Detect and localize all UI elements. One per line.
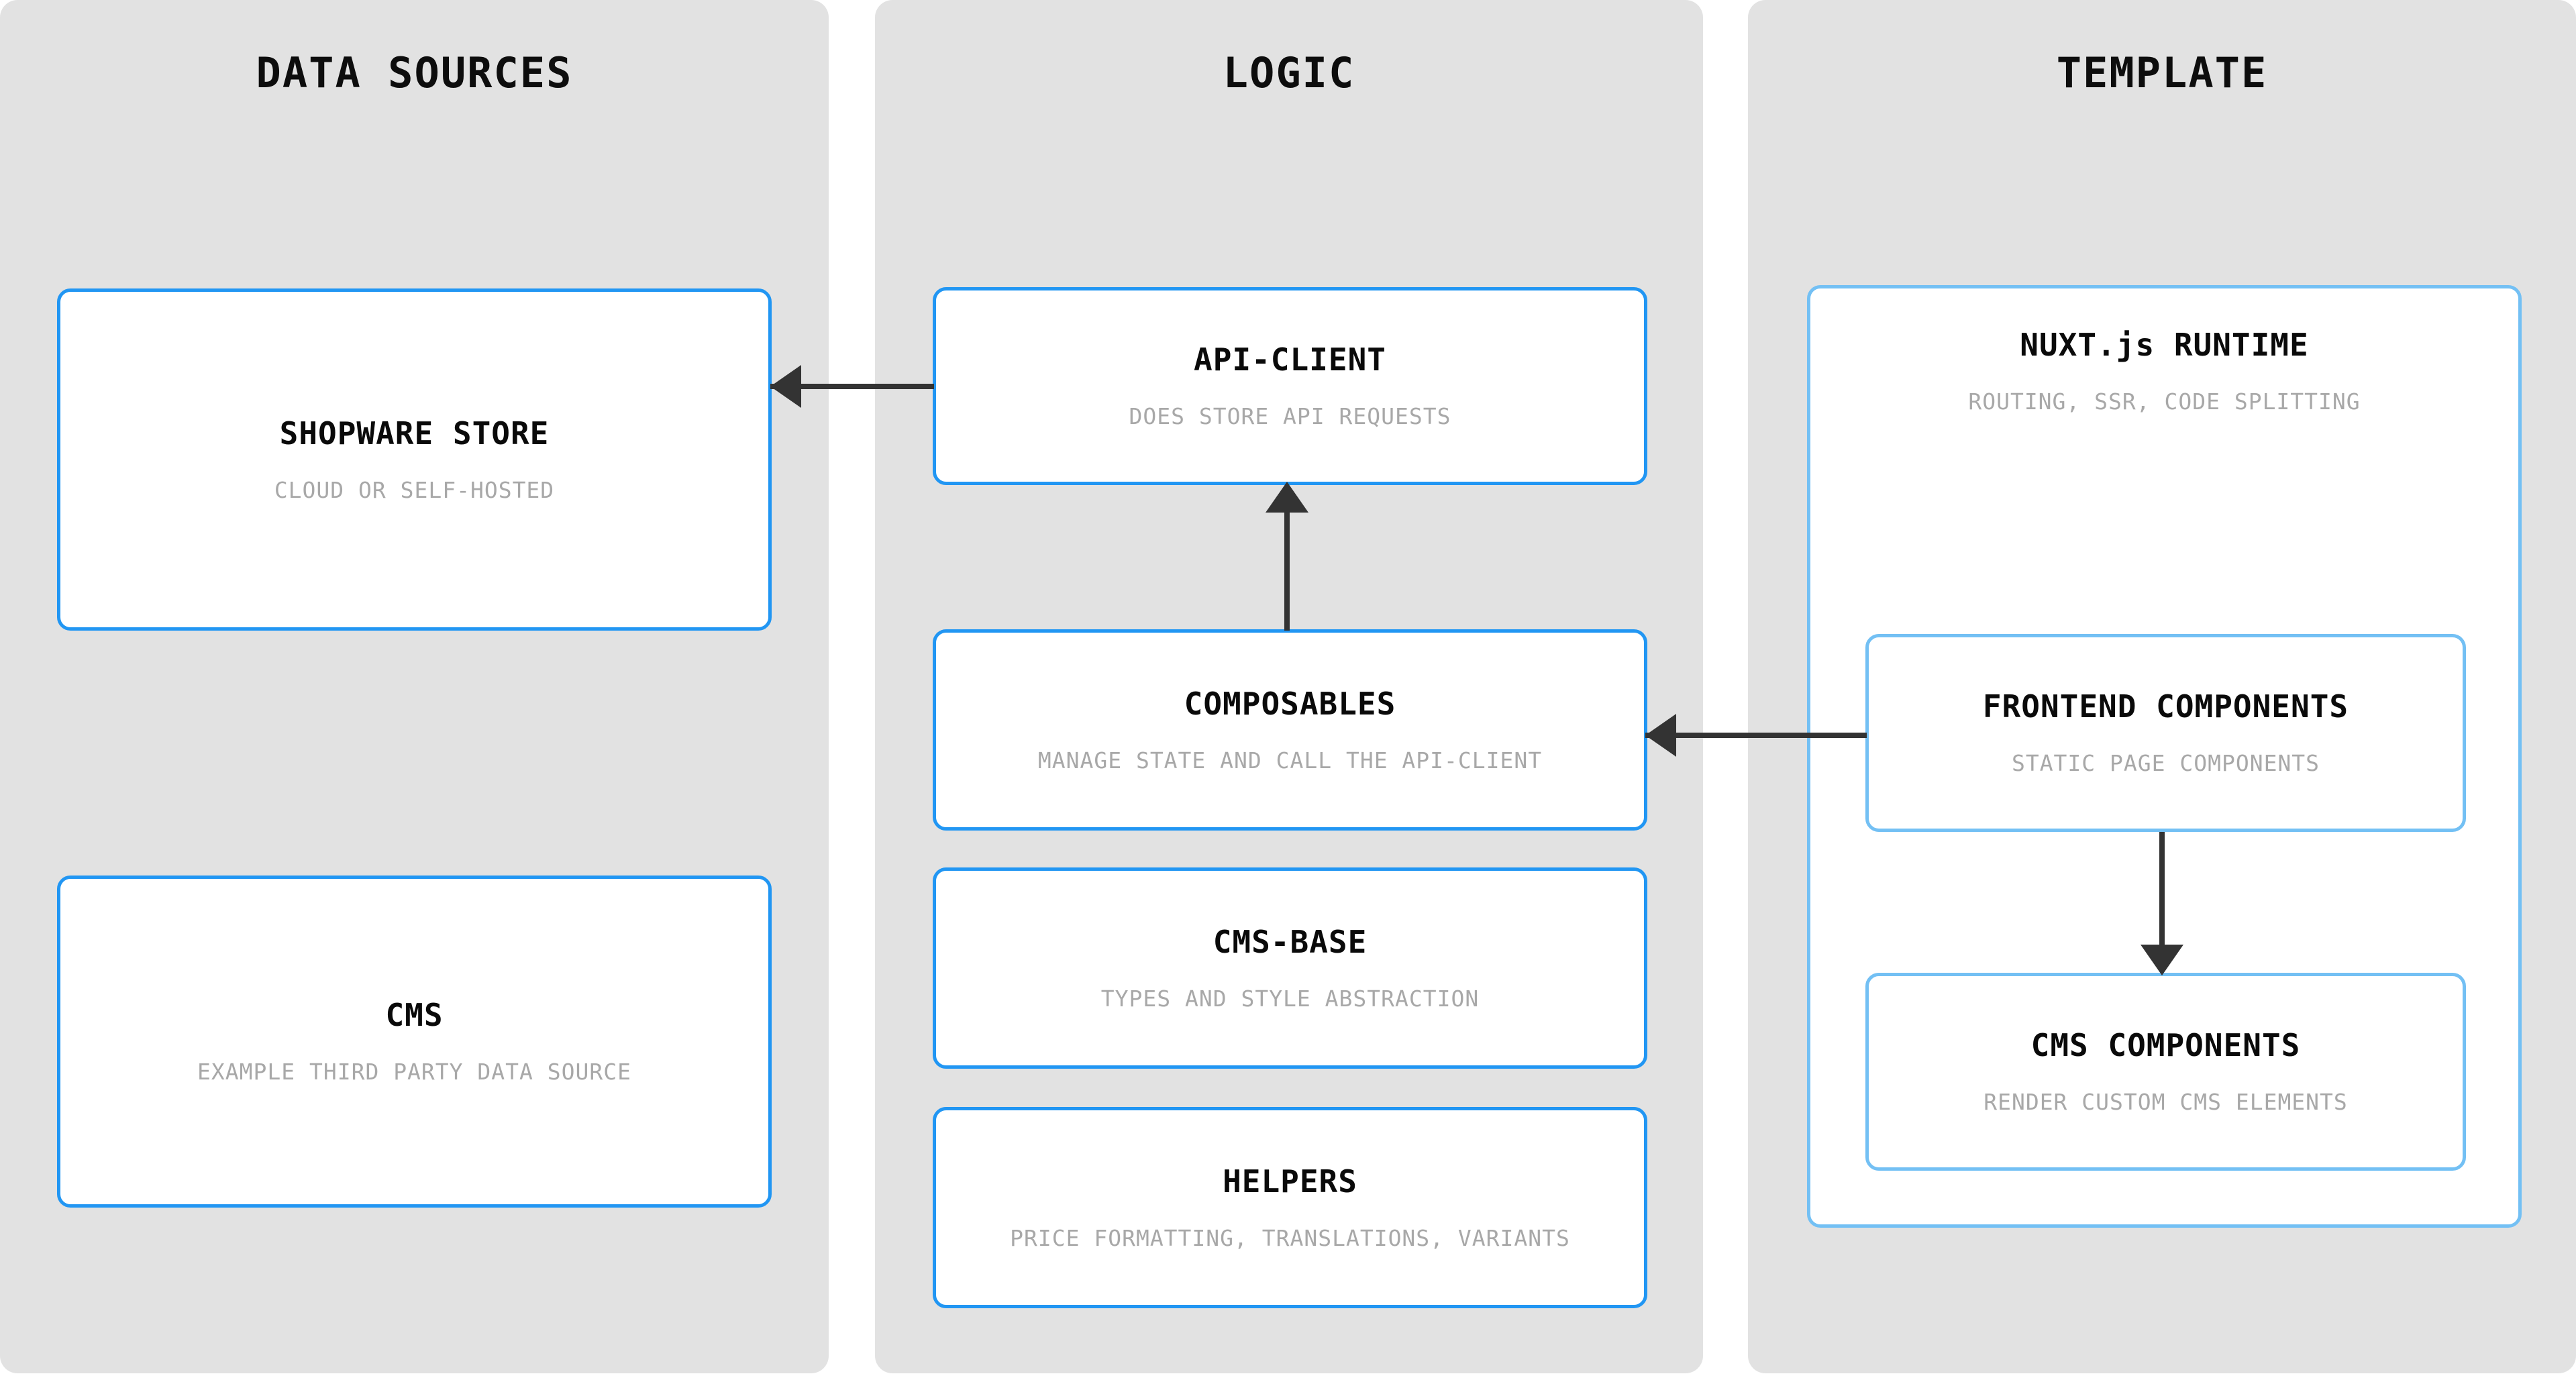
arrow-frontend-components-to-composables-line xyxy=(1645,733,1867,738)
node-composables-subtitle: MANAGE STATE AND CALL THE API-CLIENT xyxy=(1037,747,1543,774)
node-frontend-components[interactable]: FRONTEND COMPONENTS STATIC PAGE COMPONEN… xyxy=(1865,634,2466,832)
node-nuxt-runtime-subtitle: ROUTING, SSR, CODE SPLITTING xyxy=(1968,388,2361,415)
node-cms-base-subtitle: TYPES AND STYLE ABSTRACTION xyxy=(1100,985,1480,1012)
node-cms-base-title: CMS-BASE xyxy=(1213,923,1368,960)
node-cms-components-title: CMS COMPONENTS xyxy=(2030,1027,2301,1064)
node-cms-data-source-title: CMS xyxy=(385,997,444,1034)
node-cms-components-subtitle: RENDER CUSTOM CMS ELEMENTS xyxy=(1983,1089,2348,1116)
node-helpers-subtitle: PRICE FORMATTING, TRANSLATIONS, VARIANTS xyxy=(1010,1224,1570,1251)
node-frontend-components-title: FRONTEND COMPONENTS xyxy=(1982,688,2349,725)
arrow-api-client-to-shopware-store-head-icon xyxy=(770,365,801,408)
node-shopware-store-subtitle: CLOUD OR SELF-HOSTED xyxy=(274,476,555,503)
node-cms-data-source-subtitle: EXAMPLE THIRD PARTY DATA SOURCE xyxy=(197,1059,631,1085)
arrow-api-client-to-shopware-store-line xyxy=(770,384,934,389)
node-shopware-store[interactable]: SHOPWARE STORE CLOUD OR SELF-HOSTED xyxy=(57,288,772,631)
node-composables-title: COMPOSABLES xyxy=(1184,685,1396,722)
lane-title-template: TEMPLATE xyxy=(2056,48,2268,97)
node-nuxt-runtime-title: NUXT.js RUNTIME xyxy=(2020,327,2309,363)
arrow-composables-to-api-client-line xyxy=(1284,510,1290,631)
node-api-client-subtitle: DOES STORE API REQUESTS xyxy=(1129,403,1451,430)
arrow-frontend-components-to-cms-components-line xyxy=(2159,832,2165,949)
node-shopware-store-title: SHOPWARE STORE xyxy=(279,415,550,452)
node-api-client[interactable]: API-CLIENT DOES STORE API REQUESTS xyxy=(933,287,1647,485)
node-api-client-title: API-CLIENT xyxy=(1194,341,1386,378)
node-helpers-title: HELPERS xyxy=(1223,1163,1357,1200)
arrow-frontend-components-to-cms-components-head-icon xyxy=(2141,945,2183,975)
node-cms-components[interactable]: CMS COMPONENTS RENDER CUSTOM CMS ELEMENT… xyxy=(1865,973,2466,1171)
node-frontend-components-subtitle: STATIC PAGE COMPONENTS xyxy=(2011,750,2320,777)
lane-title-logic: LOGIC xyxy=(1223,48,1355,97)
node-cms-data-source[interactable]: CMS EXAMPLE THIRD PARTY DATA SOURCE xyxy=(57,876,772,1208)
arrow-frontend-components-to-composables-head-icon xyxy=(1645,714,1676,757)
lane-title-data-sources: DATA SOURCES xyxy=(256,48,573,97)
node-helpers[interactable]: HELPERS PRICE FORMATTING, TRANSLATIONS, … xyxy=(933,1107,1647,1308)
node-cms-base[interactable]: CMS-BASE TYPES AND STYLE ABSTRACTION xyxy=(933,867,1647,1069)
arrow-composables-to-api-client-head-icon xyxy=(1266,482,1308,513)
node-composables[interactable]: COMPOSABLES MANAGE STATE AND CALL THE AP… xyxy=(933,629,1647,831)
